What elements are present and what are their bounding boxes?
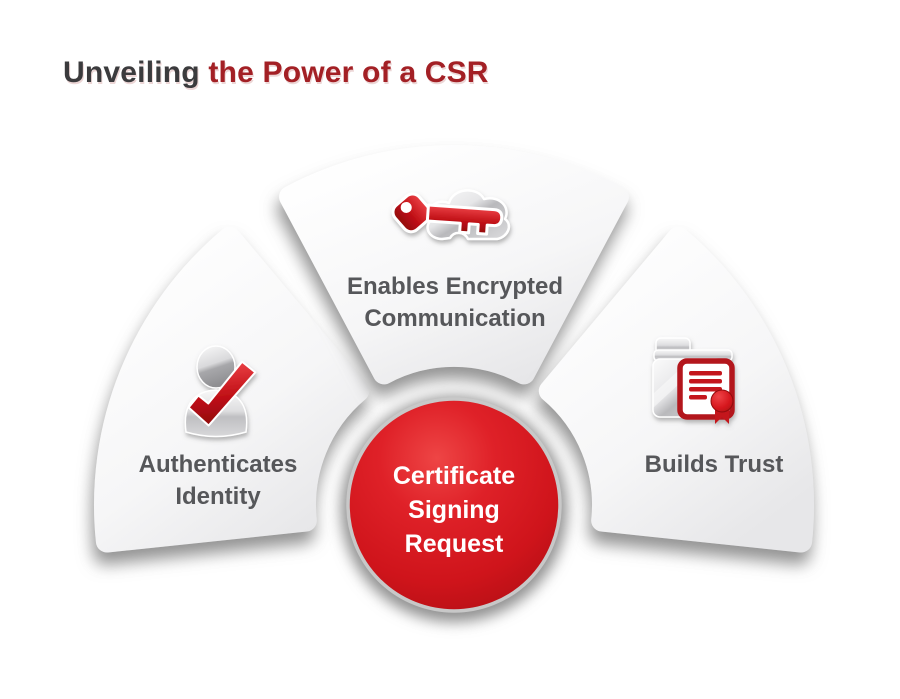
segment-authenticates-identity: Authenticates Identity [94, 226, 370, 553]
segment-label-line: Enables Encrypted [347, 273, 563, 300]
key-cloud-icon [391, 189, 511, 241]
hub-label-line: Request [405, 530, 504, 558]
segment-label-line: Identity [175, 483, 261, 510]
title-highlight: the Power of a CSR [199, 56, 489, 89]
center-hub: Certificate Signing Request [341, 396, 567, 622]
hub-label-line: Signing [408, 496, 500, 524]
hub-circle [346, 397, 562, 613]
segment-builds-trust: Builds Trust [538, 226, 814, 553]
segment-label-line: Builds Trust [645, 451, 784, 478]
segment-encrypted-communication-shape [279, 145, 629, 385]
person-check-icon [184, 345, 257, 438]
folder-certificate-icon [652, 337, 735, 424]
page-title: Unveiling the Power of a CSR [63, 56, 489, 90]
segment-encrypted-communication: Enables Encrypted Communication [279, 145, 629, 385]
hub-label-line: Certificate [393, 462, 515, 490]
segment-label-line: Authenticates [139, 451, 298, 478]
segment-label-line: Communication [364, 305, 545, 332]
title-prefix: Unveiling [63, 56, 200, 89]
